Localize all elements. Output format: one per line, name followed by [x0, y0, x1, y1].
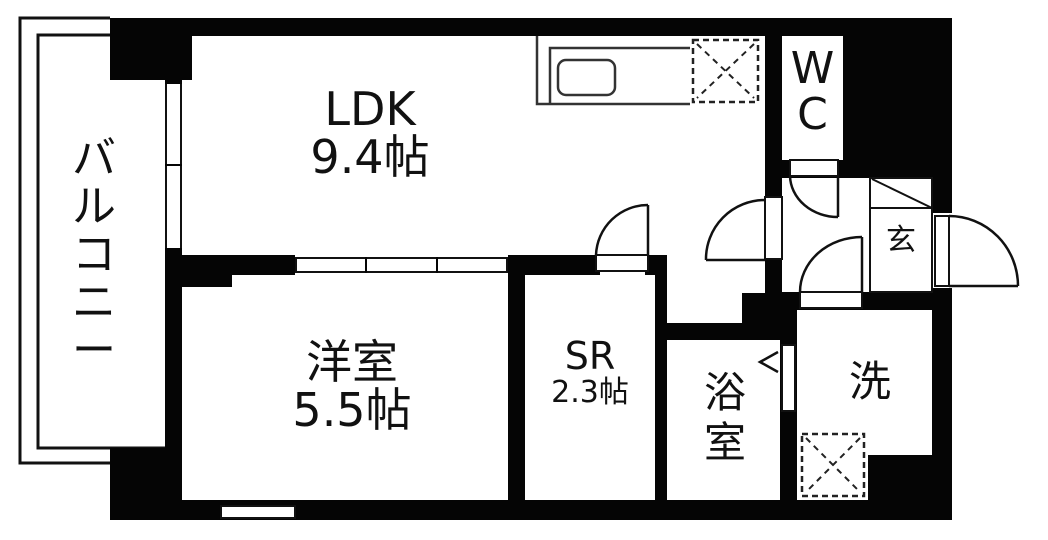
sr-label: SR 2.3帖: [528, 334, 652, 410]
room-wc: [782, 36, 843, 160]
room-western-top: [232, 275, 508, 287]
ldk-left-window-divider: [165, 164, 182, 166]
wall-ldk-western-notch: [182, 255, 232, 287]
western-bottom-window: [220, 505, 296, 519]
ldk-label: LDK 9.4帖: [285, 85, 455, 182]
western-size: 5.5帖: [292, 383, 412, 438]
ldk-left-window: [165, 84, 182, 248]
ldk-name: LDK: [324, 82, 416, 136]
room-western: [182, 287, 508, 500]
room-ldk: [192, 36, 765, 255]
wc-door-icon: [788, 159, 840, 219]
room-wash-lower: [797, 455, 868, 500]
kitchen-sink-icon: [535, 36, 690, 106]
room-sr: [525, 275, 655, 500]
balcony-label: バ ル コ ニ ー: [72, 133, 116, 376]
wall-top: [110, 18, 952, 36]
wall-sr-bath: [655, 255, 667, 505]
wash-door-icon: [798, 235, 864, 309]
wall-left-lower: [165, 248, 182, 500]
sr-door-icon: [594, 203, 650, 272]
wall-top-left-pillar: [110, 18, 192, 80]
wc-label: W C: [790, 43, 835, 140]
ldk-size: 9.4帖: [310, 130, 430, 185]
room-ldk-left-strip: [182, 80, 192, 255]
wall-sr-top-right: [645, 255, 667, 275]
sr-name: SR: [564, 334, 616, 378]
room-bath: [667, 340, 780, 500]
entrance-step-icon: [869, 177, 933, 293]
wall-wash-bottom-right: [868, 455, 952, 520]
western-top-window-divider-2: [436, 257, 438, 273]
western-top-window-divider-1: [365, 257, 367, 273]
room-hall: [667, 275, 742, 323]
sr-size: 2.3帖: [551, 374, 629, 410]
wall-bottom: [110, 500, 952, 520]
entrance-label: 玄: [886, 223, 916, 258]
fridge-space-icon: [691, 38, 760, 104]
bath-label: 浴 室: [703, 368, 746, 467]
western-top-window: [295, 257, 508, 273]
western-name: 洋室: [306, 335, 398, 389]
wall-western-sr: [508, 255, 525, 505]
wall-ldk-western-right: [508, 255, 600, 275]
wash-label: 洗: [848, 357, 891, 406]
bath-door-icon: [757, 344, 796, 412]
western-label: 洋室 5.5帖: [262, 338, 442, 435]
washer-space-icon: [800, 432, 866, 498]
wall-right-top-block: [843, 18, 952, 178]
room-wash: [797, 310, 932, 455]
ldk-door-icon: [704, 196, 783, 262]
front-door-icon: [934, 214, 1020, 288]
wall-left-upper: [165, 80, 182, 84]
